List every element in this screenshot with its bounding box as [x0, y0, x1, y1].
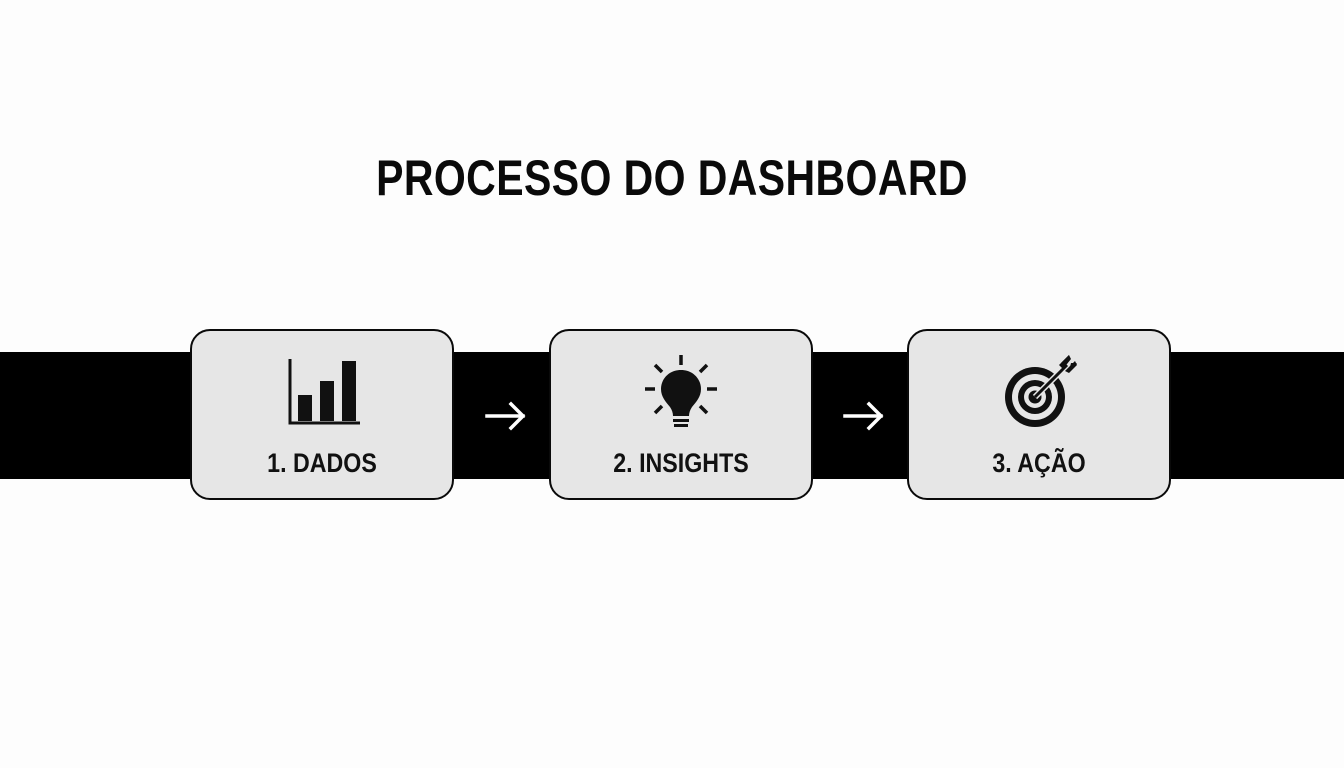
arrow-right-icon [483, 398, 529, 434]
target-arrow-icon [999, 353, 1079, 433]
bar-chart-icon [282, 353, 362, 433]
diagram-title: PROCESSO DO DASHBOARD [376, 150, 968, 206]
lightbulb-icon [641, 353, 721, 433]
step-label: 2. INSIGHTS [613, 448, 749, 478]
step-dados: 1. DADOS [190, 329, 454, 500]
step-label: 3. AÇÃO [992, 448, 1086, 478]
step-label: 1. DADOS [267, 448, 377, 478]
step-insights: 2. INSIGHTS [549, 329, 813, 500]
step-acao: 3. AÇÃO [907, 329, 1171, 500]
arrow-right-icon [841, 398, 887, 434]
